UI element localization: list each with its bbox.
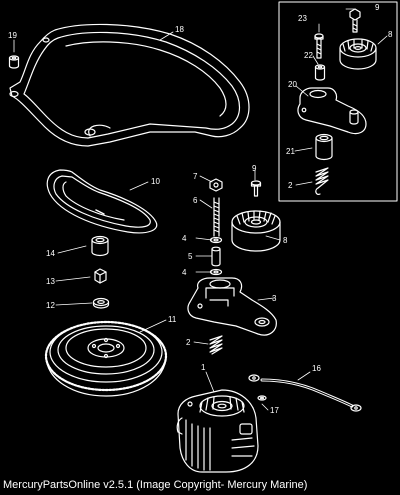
callout-6: 6: [193, 196, 198, 205]
inset-part-22-spacer: [314, 64, 326, 81]
callout-11: 11: [168, 315, 177, 324]
part-11-pulley: [44, 320, 168, 397]
inset-part-9-bolt: [349, 8, 361, 33]
callout-20: 20: [288, 80, 297, 89]
callout-8-inset: 8: [388, 30, 393, 39]
callout-22: 22: [304, 51, 313, 60]
part-10-belt: [46, 169, 158, 234]
callout-8-main: 8: [283, 236, 288, 245]
callout-21: 21: [286, 147, 295, 156]
inset-part-20-bracket: [297, 87, 367, 135]
part-4-washer-lower: [209, 268, 223, 276]
part-7-nut: [209, 178, 223, 192]
callout-9-inset: 9: [375, 3, 380, 12]
callout-2-inset: 2: [288, 181, 293, 190]
callout-4-upper: 4: [182, 234, 187, 243]
callout-labels: 1 2 2 3 4 4 5 6 7 8 8 9 9 10 11 12 13 14…: [8, 3, 393, 415]
part-12-washer: [92, 297, 110, 309]
inset-part-23-bolt: [314, 33, 324, 59]
copyright-footer: MercuryPartsOnline v2.5.1 (Image Copyrig…: [3, 479, 308, 491]
inset-part-8-pulley: [339, 38, 377, 70]
part-3-bracket: [187, 277, 277, 336]
callout-23: 23: [298, 14, 307, 23]
part-5-spacer: [211, 246, 221, 267]
inset-part-2-spring: [315, 167, 329, 195]
callout-3: 3: [272, 294, 277, 303]
callout-14: 14: [46, 249, 55, 258]
part-1-alternator: [176, 389, 259, 473]
part-16-cable: [248, 374, 362, 412]
leader-lines: [13, 8, 388, 411]
part-8-idler-pulley: [231, 210, 281, 252]
callout-18: 18: [175, 25, 184, 34]
part-4-washer-upper: [209, 236, 223, 244]
callout-12: 12: [46, 301, 55, 310]
callout-19: 19: [8, 31, 17, 40]
callout-13: 13: [46, 277, 55, 286]
callout-9-main: 9: [252, 164, 257, 173]
callout-1: 1: [201, 363, 206, 372]
callout-17: 17: [270, 406, 279, 415]
callout-7: 7: [193, 172, 198, 181]
callout-2-main: 2: [186, 338, 191, 347]
callout-4-lower: 4: [182, 268, 187, 277]
part-2-spring: [209, 335, 223, 355]
part-18-belt-cover: [9, 23, 250, 147]
part-13-nut: [94, 268, 107, 284]
callout-10: 10: [151, 177, 160, 186]
detail-inset-frame: [278, 1, 398, 202]
part-14-bushing: [91, 235, 109, 257]
part-17-washer: [257, 395, 267, 401]
part-6-stud: [213, 197, 220, 237]
part-19-bushing: [8, 55, 20, 69]
callout-16: 16: [312, 364, 321, 373]
callout-5: 5: [188, 252, 193, 261]
part-9-screw: [250, 180, 262, 197]
inset-part-21-bushing: [315, 133, 333, 161]
